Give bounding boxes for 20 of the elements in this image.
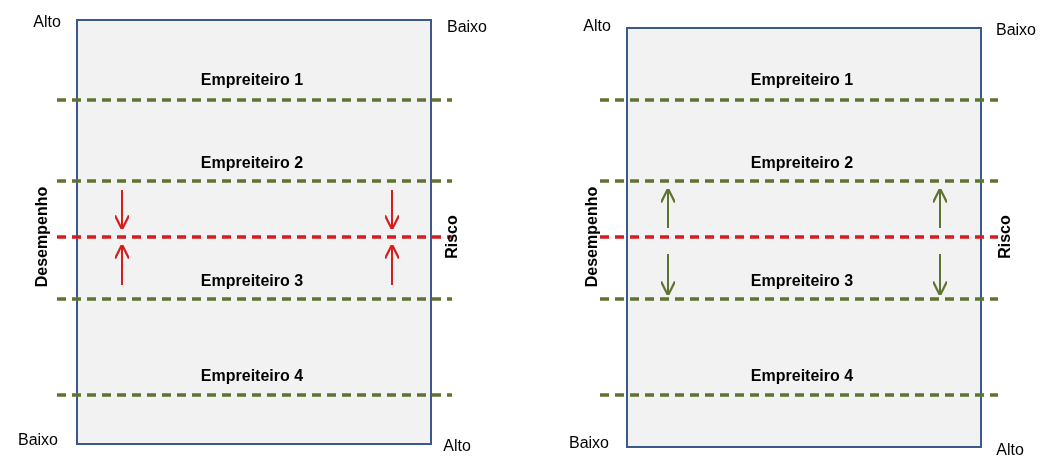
scale-label: Alto [583, 17, 611, 35]
line-label: Empreiteiro 1 [200, 71, 304, 89]
line-label: Empreiteiro 1 [750, 71, 854, 89]
axis-label: Desempenho [33, 186, 51, 288]
axis-label: Risco [443, 215, 461, 259]
scale-label: Alto [996, 441, 1024, 456]
scale-label: Baixo [447, 18, 487, 36]
line-label: Empreiteiro 3 [200, 272, 304, 290]
scale-label: Alto [443, 437, 471, 455]
line-label: Empreiteiro 4 [750, 367, 854, 385]
line-label: Empreiteiro 4 [200, 367, 304, 385]
line-label: Empreiteiro 2 [200, 154, 304, 172]
axis-label: Risco [996, 215, 1014, 259]
scale-label: Baixo [18, 431, 58, 449]
line-label: Empreiteiro 3 [750, 272, 854, 290]
scale-label: Baixo [569, 434, 609, 452]
line-label: Empreiteiro 2 [750, 154, 854, 172]
axis-label: Desempenho [583, 186, 601, 288]
scale-label: Baixo [996, 21, 1036, 39]
scale-label: Alto [33, 13, 61, 31]
